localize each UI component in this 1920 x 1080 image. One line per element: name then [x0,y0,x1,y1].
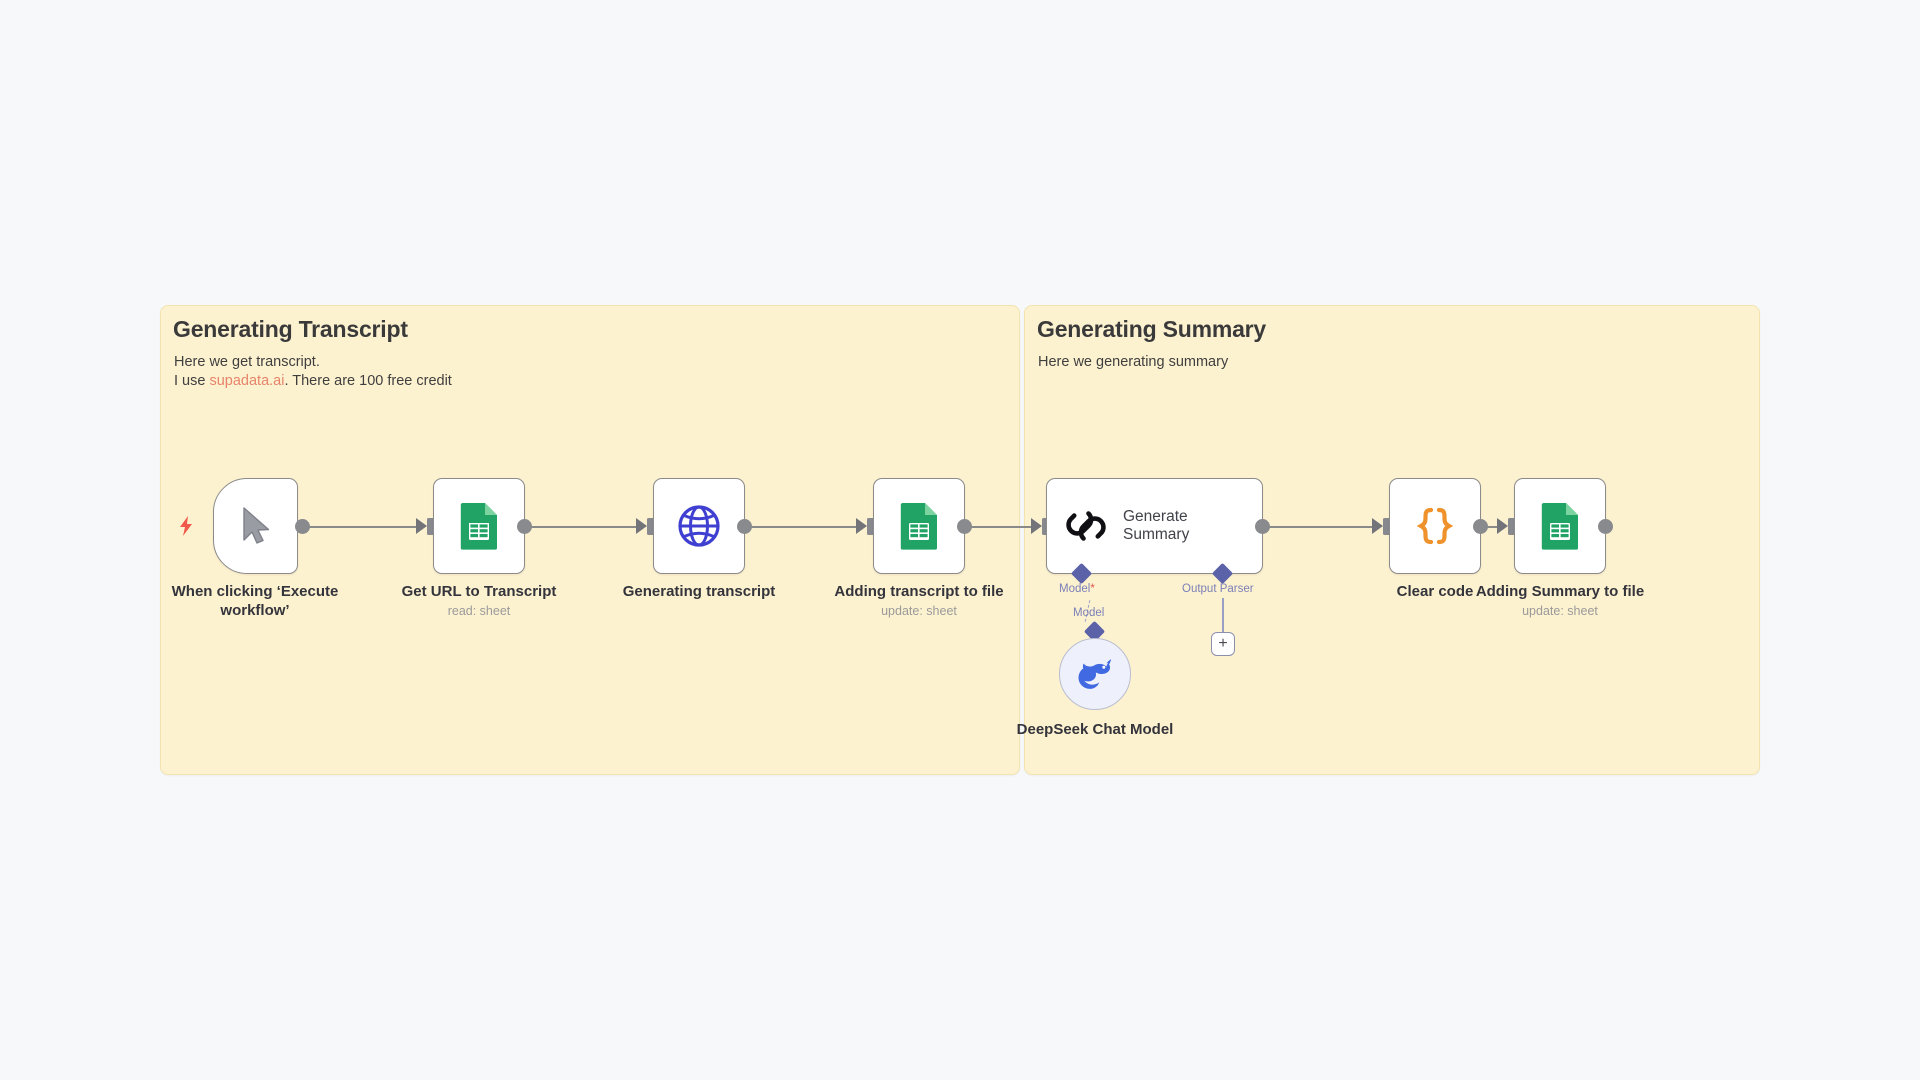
input-port-generate-summary[interactable] [1042,518,1049,535]
google-sheets-icon [1538,501,1582,551]
required-asterisk: * [1090,583,1095,595]
lightning-bolt-icon [176,515,196,537]
input-port-get-url-to-transcript[interactable] [427,518,434,535]
node-title-generate-summary: Generate Summary [1123,508,1190,543]
output-port-clear-code[interactable] [1473,519,1488,534]
sticky-body-generating-transcript: Here we get transcript. I use supadata.a… [174,353,452,391]
sticky-body-line-2-suffix: . There are 100 free credit [284,373,452,389]
input-arrow-generate-summary [1031,518,1042,534]
output-port-get-url-to-transcript[interactable] [517,519,532,534]
output-port-adding-transcript-to-file[interactable] [957,519,972,534]
input-port-adding-transcript-to-file[interactable] [867,518,874,535]
caption-deepseek-chat-model: DeepSeek Chat Model [1016,721,1174,738]
sticky-body-line-1: Here we get transcript. [174,354,320,370]
sticky-title-generating-transcript: Generating Transcript [173,316,408,342]
sticky-body-line-2: I use supadata.ai. There are 100 free cr… [174,372,452,391]
google-sheets-icon [457,501,501,551]
input-arrow-adding-summary-to-file [1497,518,1508,534]
node-adding-summary-to-file[interactable] [1514,478,1606,574]
edge-adding-transcript-to-generate-summary [961,526,1037,528]
curly-braces-icon [1412,503,1458,549]
subcaption-get-url-to-transcript: read: sheet [447,604,511,618]
edge-generate-summary-to-clear-code [1261,526,1378,528]
input-port-generating-transcript[interactable] [647,518,654,535]
sticky-title-generating-summary: Generating Summary [1037,316,1267,342]
node-get-url-to-transcript[interactable] [433,478,525,574]
output-port-adding-summary-to-file[interactable] [1598,519,1613,534]
node-deepseek-chat-model[interactable] [1059,638,1131,710]
edge-generating-transcript-to-adding-transcript [742,526,862,528]
cursor-pointer-icon [239,505,273,547]
node-generating-transcript[interactable] [653,478,745,574]
sticky-body-generating-summary: Here we generating summary [1038,353,1228,372]
link-output-parser [1222,598,1224,632]
caption-generating-transcript: Generating transcript [622,583,776,600]
input-port-clear-code[interactable] [1383,518,1390,535]
caption-get-url-to-transcript: Get URL to Transcript [401,583,557,600]
subcaption-adding-summary-to-file: update: sheet [1522,604,1598,618]
connector-label-model-endpoint: Model [1073,607,1105,619]
node-adding-transcript-to-file[interactable] [873,478,965,574]
input-port-adding-summary-to-file[interactable] [1508,518,1515,535]
globe-icon [676,503,722,549]
caption-manual-trigger: When clicking ‘Execute workflow’ [171,583,339,619]
edge-trigger-to-get-url [302,526,422,528]
input-arrow-generating-transcript [636,518,647,534]
sticky-body-line-2-prefix: I use [174,373,210,389]
caption-adding-summary-to-file: Adding Summary to file [1475,583,1645,600]
node-manual-trigger[interactable] [213,478,298,574]
node-clear-code[interactable] [1389,478,1481,574]
subcaption-adding-transcript-to-file: update: sheet [881,604,957,618]
supadata-link[interactable]: supadata.ai [209,373,285,389]
output-port-generating-transcript[interactable] [737,519,752,534]
connector-label-model-required: Model* [1059,583,1095,595]
input-arrow-adding-transcript-to-file [856,518,867,534]
google-sheets-icon [897,501,941,551]
node-generate-summary[interactable]: Generate Summary [1046,478,1263,574]
chain-links-icon [1065,505,1107,547]
caption-adding-transcript-to-file: Adding transcript to file [834,583,1004,600]
input-arrow-clear-code [1372,518,1383,534]
edge-get-url-to-generating-transcript [523,526,643,528]
add-output-parser-button[interactable]: + [1211,632,1235,656]
output-port-generate-summary[interactable] [1255,519,1270,534]
output-port-manual-trigger[interactable] [295,519,310,534]
sticky-body-summary-line-1: Here we generating summary [1038,354,1229,370]
connector-label-output-parser: Output Parser [1182,583,1254,595]
deepseek-whale-icon [1076,658,1114,690]
caption-clear-code: Clear code [1396,583,1474,600]
input-arrow-get-url-to-transcript [416,518,427,534]
